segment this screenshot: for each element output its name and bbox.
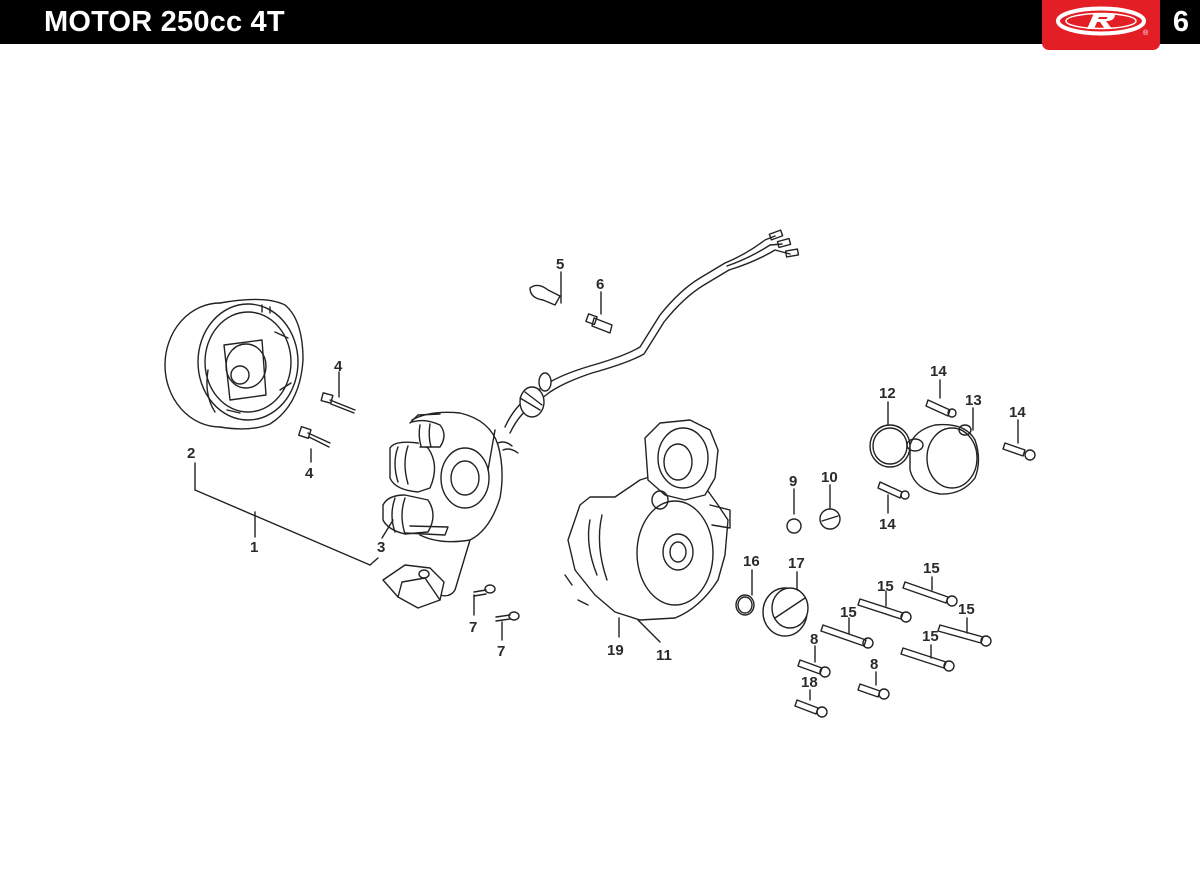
callout-10: 10: [821, 469, 838, 486]
callout-15-c: 15: [840, 604, 857, 621]
wiring-harness: [497, 229, 800, 454]
page-title: MOTOR 250cc 4T: [44, 6, 285, 38]
stator-assembly: [382, 411, 503, 609]
callout-11: 11: [656, 647, 672, 664]
o-ring-16: [735, 569, 755, 616]
bolt-14-upper: [925, 379, 957, 418]
callout-14-right: 14: [1009, 404, 1026, 421]
bolt-15-d: [937, 617, 992, 647]
bolt-14-right: [1002, 419, 1036, 461]
brand-logo: ®: [1042, 0, 1160, 50]
callout-7-lower: 7: [497, 643, 506, 660]
gasket-12: [869, 401, 911, 468]
callout-3: 3: [377, 539, 386, 556]
callout-14-upper: 14: [930, 363, 947, 380]
o-ring-9: [786, 488, 802, 534]
callout-14-lower: 14: [879, 516, 896, 533]
callout-19: 19: [607, 642, 624, 659]
bolt-15-a: [902, 576, 958, 607]
callout-12: 12: [879, 385, 896, 402]
callout-4-upper: 4: [334, 358, 343, 375]
callout-15-d: 15: [958, 601, 975, 618]
callout-15-e: 15: [922, 628, 939, 645]
bolt-15-c: [820, 617, 874, 649]
bolt-15-e: [900, 644, 955, 672]
bolt-4-upper: [320, 371, 356, 414]
bolt-7-upper: [473, 584, 496, 616]
bolt-18: [794, 689, 828, 718]
callout-15-a: 15: [923, 560, 940, 577]
bolt-14-lower: [877, 481, 910, 514]
callout-13: 13: [965, 392, 982, 409]
cover-13: [906, 407, 980, 495]
bolt-8-left: [797, 645, 831, 678]
wire-clip-5: [529, 271, 562, 306]
callout-5: 5: [556, 256, 565, 273]
callout-7-upper: 7: [469, 619, 478, 636]
callout-1: 1: [250, 539, 259, 556]
engine-side-cover: [564, 419, 731, 621]
flywheel-rotor: [164, 298, 304, 430]
page-number: 6: [1172, 6, 1190, 38]
callout-4-lower: 4: [305, 465, 314, 482]
callout-8-left: 8: [810, 631, 819, 648]
bolt-8-right: [857, 671, 890, 700]
cap-17: [762, 571, 809, 637]
page-header: MOTOR 250cc 4T ® 6: [0, 0, 1200, 50]
callout-16: 16: [743, 553, 760, 570]
bolt-4-lower: [297, 425, 331, 463]
plug-10: [819, 484, 841, 530]
exploded-parts-diagram: [164, 229, 1036, 718]
bolt-7-lower: [495, 611, 520, 641]
callout-15-b: 15: [877, 578, 894, 595]
callout-9: 9: [789, 473, 798, 490]
callout-18: 18: [801, 674, 818, 691]
bolt-6: [585, 291, 613, 334]
callout-17: 17: [788, 555, 805, 572]
bolt-15-b: [857, 590, 912, 623]
callout-8-right: 8: [870, 656, 879, 673]
callout-6: 6: [596, 276, 605, 293]
callout-2: 2: [187, 445, 196, 462]
svg-text:®: ®: [1143, 29, 1149, 37]
